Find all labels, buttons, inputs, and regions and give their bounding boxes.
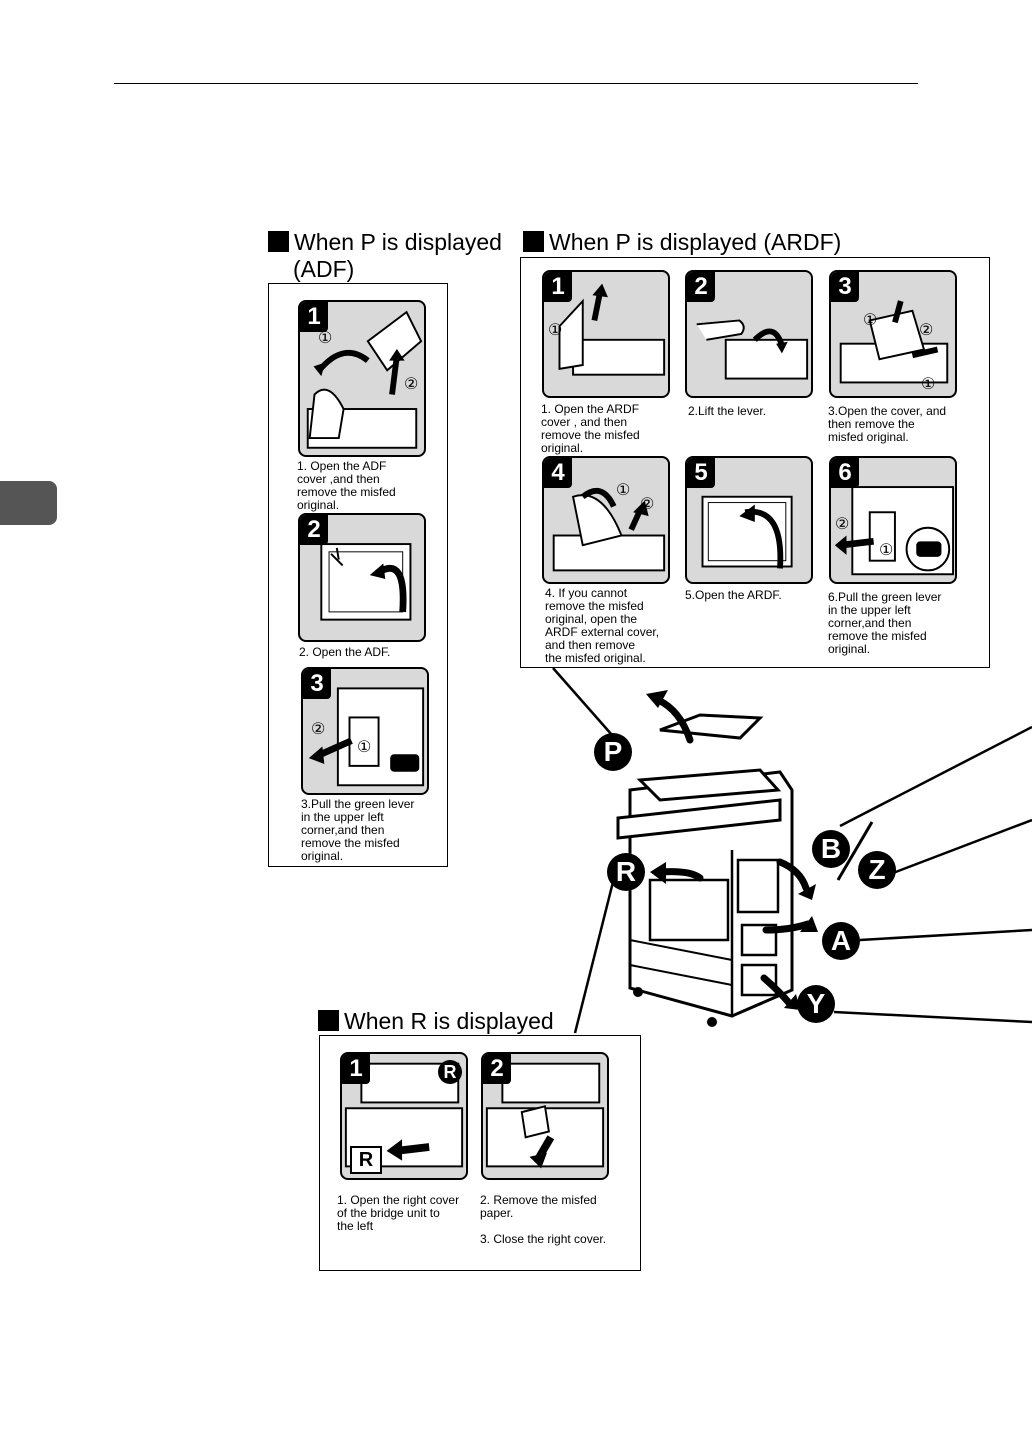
location-b-marker: B (812, 830, 850, 868)
ardf-step-2-illustration: 2 (685, 270, 813, 398)
ardf-open-inner-cover-icon (839, 300, 949, 384)
ardf-step-3-illustration: 3 ① ② ① (829, 270, 957, 398)
adf-green-lever-icon (308, 687, 425, 787)
ardf-lift-lever-icon (696, 319, 809, 380)
ardf-step-6-caption: 6.Pull the green lever in the upper left… (828, 590, 942, 656)
ardf-section-title: When P is displayed (ARDF) (523, 229, 841, 255)
location-y-marker: Y (797, 985, 835, 1023)
ardf-step-3-caption: 3.Open the cover, and then remove the mi… (828, 404, 947, 444)
adf-step-3-illustration: 3 ② ① (301, 667, 429, 795)
adf-step-1-illustration: 1 ① ② (298, 300, 426, 457)
bullet-square-icon (318, 1010, 339, 1031)
ardf-open-cover-icon (558, 283, 666, 376)
r-label-box: R (350, 1146, 382, 1174)
adf-step-3-caption: 3.Pull the green lever in the upper left… (301, 797, 415, 863)
adf-panel: 1 ① ② 1. Open the ADF cover ,and then re… (268, 283, 448, 867)
adf-section-title: When P is displayed (268, 229, 502, 255)
location-z-marker: Z (858, 851, 896, 889)
ardf-step-2-caption: 2.Lift the lever. (688, 404, 767, 418)
location-a-marker: A (822, 922, 860, 960)
adf-step-2-illustration: 2 (298, 513, 426, 642)
ardf-step-4-caption: 4. If you cannot remove the misfed origi… (545, 586, 660, 665)
bullet-square-icon (268, 231, 289, 252)
ardf-step-4-illustration: 4 ① ② (542, 456, 670, 584)
r-panel: 1 R R 1. Open the right cover of the bri… (319, 1035, 641, 1271)
adf-lift-cover-icon (320, 543, 412, 621)
ardf-external-cover-icon (552, 487, 666, 572)
r-step-1-caption: 1. Open the right cover of the bridge un… (337, 1193, 460, 1233)
bullet-square-icon (523, 231, 544, 252)
r-marker-icon: R (438, 1060, 462, 1084)
ardf-step-5-caption: 5.Open the ARDF. (685, 588, 782, 602)
adf-step-2-caption: 2. Open the ADF. (299, 645, 391, 659)
location-r-marker: R (607, 853, 645, 891)
header-rule (114, 83, 918, 84)
ardf-step-1-caption: 1. Open the ARDF cover , and then remove… (541, 402, 640, 455)
r-section-title: When R is displayed (318, 1008, 554, 1034)
adf-open-cover-icon (306, 310, 423, 449)
r-step-2-caption: 2. Remove the misfed paper. 3. Close the… (480, 1193, 607, 1246)
ardf-lift-unit-icon (701, 495, 793, 569)
ardf-step-6-illustration: 6 ② ① (829, 456, 957, 584)
ardf-step-5-illustration: 5 (685, 456, 813, 584)
location-p-marker: P (594, 733, 632, 771)
r-step-1-illustration: 1 R R (340, 1052, 468, 1180)
adf-step-1-caption: 1. Open the ADF cover ,and then remove t… (297, 459, 396, 512)
ardf-green-lever-icon (834, 486, 955, 576)
r-step-2-illustration: 2 (481, 1052, 609, 1180)
ardf-panel: 1 ① 1. Open the ARDF cover , and then re… (520, 257, 990, 668)
remove-paper-icon (485, 1062, 605, 1169)
ardf-step-1-illustration: 1 ① (542, 270, 670, 398)
adf-section-title-line2: (ADF) (293, 256, 355, 282)
chapter-tab (0, 481, 57, 525)
